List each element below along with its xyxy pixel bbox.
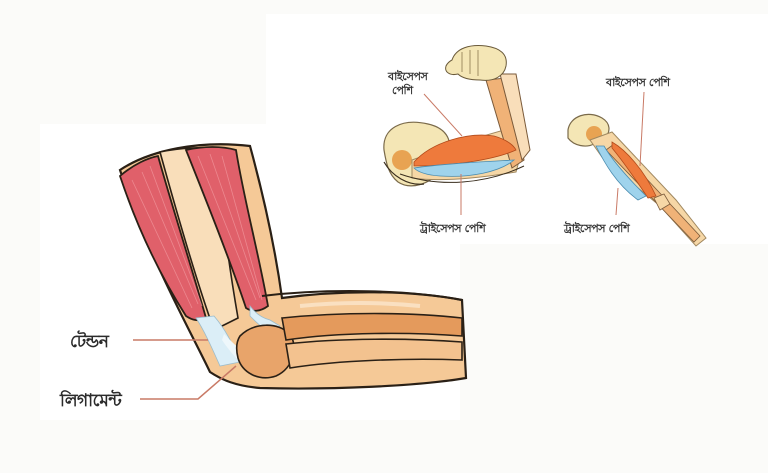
- elbow-joint-illustration: [118, 143, 468, 400]
- tendon-label: টেন্ডন: [70, 332, 109, 352]
- triceps-label-flexed: ট্রাইসেপস পেশি: [420, 222, 486, 235]
- biceps-label-extended: বাইসেপস পেশি: [606, 76, 670, 89]
- ligament-label: লিগামেন্ট: [60, 391, 122, 411]
- biceps-label-line2: পেশি: [392, 84, 413, 97]
- flexed-arm-illustration: [383, 45, 531, 215]
- extended-arm-illustration: [567, 91, 707, 247]
- triceps-label-extended: ট্রাইসেপস পেশি: [564, 222, 630, 235]
- biceps-label-line1: বাইসেপস: [388, 70, 428, 83]
